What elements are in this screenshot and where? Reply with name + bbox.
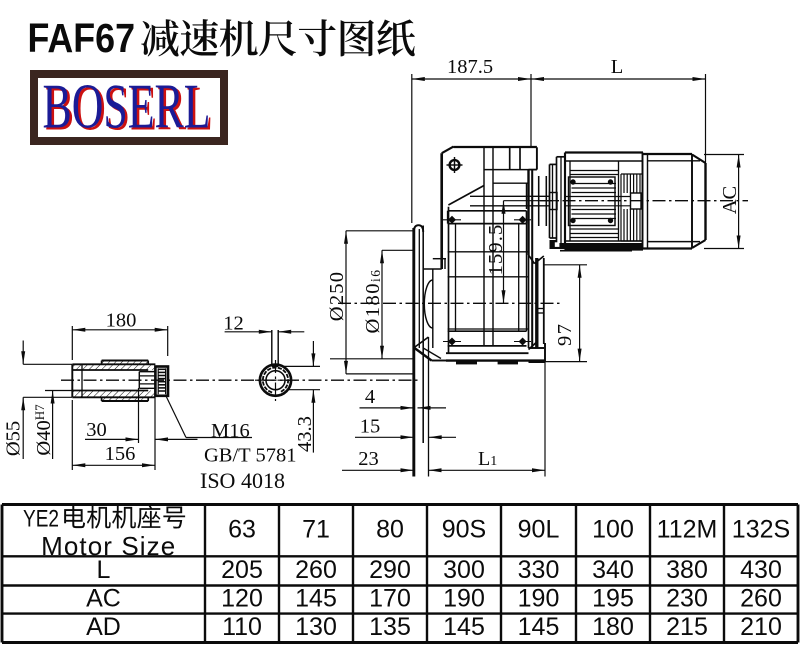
- svg-text:190: 190: [443, 585, 485, 613]
- svg-text:71: 71: [302, 516, 330, 544]
- svg-text:L: L: [611, 56, 624, 78]
- svg-text:380: 380: [666, 556, 708, 584]
- svg-text:43.3: 43.3: [294, 416, 316, 452]
- svg-text:156: 156: [105, 443, 136, 465]
- svg-text:AC: AC: [86, 585, 121, 613]
- svg-text:430: 430: [740, 556, 782, 584]
- svg-text:132S: 132S: [732, 516, 790, 544]
- svg-text:260: 260: [295, 556, 337, 584]
- svg-text:340: 340: [592, 556, 634, 584]
- svg-text:205: 205: [221, 556, 263, 584]
- svg-text:210: 210: [740, 613, 782, 641]
- svg-text:BOSERL: BOSERL: [45, 73, 213, 144]
- svg-text:195: 195: [592, 585, 634, 613]
- svg-text:230: 230: [666, 585, 708, 613]
- svg-text:GB/T 5781: GB/T 5781: [204, 445, 296, 467]
- svg-text:AC: AC: [719, 186, 741, 214]
- svg-text:130: 130: [295, 613, 337, 641]
- svg-text:120: 120: [221, 585, 263, 613]
- svg-text:Motor Size: Motor Size: [41, 531, 176, 561]
- svg-text:L1: L1: [478, 448, 497, 470]
- svg-text:97: 97: [554, 323, 576, 347]
- svg-text:100: 100: [592, 516, 634, 544]
- svg-text:159.5: 159.5: [485, 224, 507, 276]
- svg-text:M16: M16: [211, 420, 250, 442]
- svg-text:15: 15: [360, 416, 381, 438]
- svg-text:215: 215: [666, 613, 708, 641]
- svg-text:ISO 4018: ISO 4018: [200, 468, 285, 493]
- svg-text:90L: 90L: [518, 516, 560, 544]
- svg-text:290: 290: [369, 556, 411, 584]
- svg-text:190: 190: [518, 585, 560, 613]
- svg-text:145: 145: [443, 613, 485, 641]
- svg-text:BOSERL: BOSERL: [43, 71, 211, 142]
- svg-text:180: 180: [106, 310, 137, 332]
- svg-text:170: 170: [369, 585, 411, 613]
- svg-text:FAF67: FAF67: [28, 15, 136, 61]
- svg-text:180: 180: [592, 613, 634, 641]
- svg-text:112M: 112M: [657, 516, 718, 544]
- svg-text:YE2: YE2: [23, 506, 59, 533]
- svg-text:L: L: [97, 556, 111, 584]
- svg-text:63: 63: [228, 516, 256, 544]
- svg-text:Ø250: Ø250: [326, 271, 348, 321]
- svg-text:Ø55: Ø55: [3, 421, 25, 456]
- svg-text:AD: AD: [86, 613, 121, 641]
- svg-text:260: 260: [740, 585, 782, 613]
- svg-text:135: 135: [369, 613, 411, 641]
- svg-text:110: 110: [222, 613, 262, 641]
- svg-text:145: 145: [518, 613, 560, 641]
- svg-text:30: 30: [86, 419, 107, 441]
- svg-text:12: 12: [223, 313, 244, 335]
- svg-text:300: 300: [443, 556, 485, 584]
- svg-text:4: 4: [365, 386, 375, 408]
- svg-text:80: 80: [376, 516, 404, 544]
- svg-text:90S: 90S: [442, 516, 486, 544]
- svg-text:23: 23: [358, 448, 379, 470]
- svg-text:Ø180i6: Ø180i6: [362, 268, 384, 333]
- svg-text:145: 145: [295, 585, 337, 613]
- svg-text:330: 330: [518, 556, 560, 584]
- svg-text:187.5: 187.5: [447, 56, 493, 78]
